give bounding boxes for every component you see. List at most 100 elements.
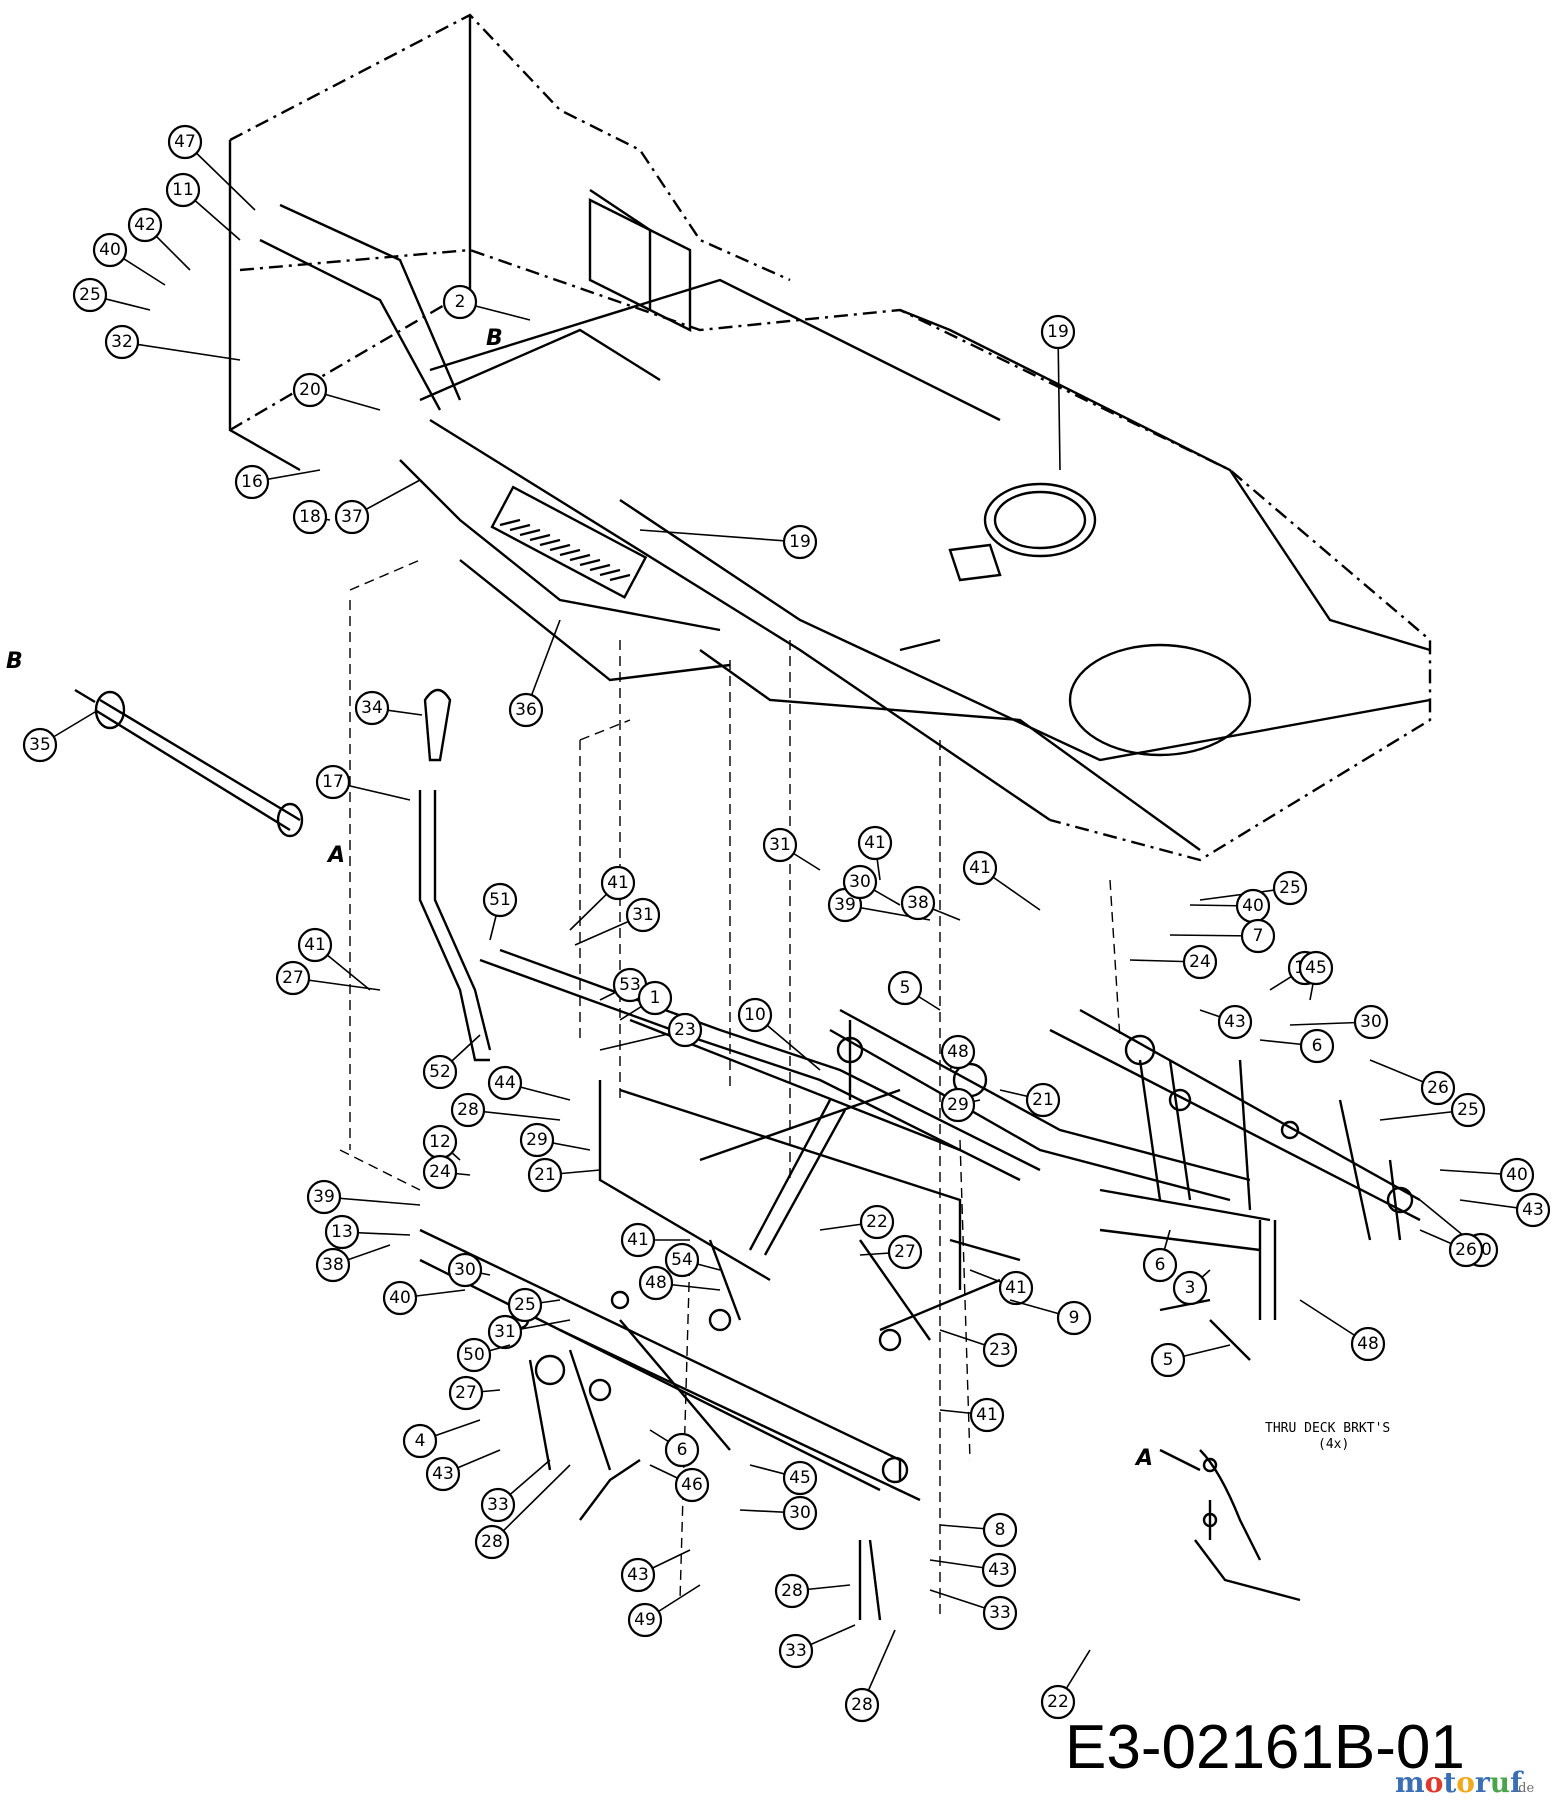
callout-circle bbox=[354, 690, 390, 726]
callout-54: 54 bbox=[664, 1242, 721, 1278]
callout-number: 45 bbox=[1305, 958, 1327, 978]
callout-circle bbox=[480, 1487, 516, 1523]
callout-number: 38 bbox=[907, 893, 929, 913]
callout-number: 29 bbox=[947, 1095, 969, 1115]
callout-43: 43 bbox=[425, 1449, 501, 1492]
callout-number: 40 bbox=[1242, 896, 1264, 916]
callout-circle bbox=[324, 1214, 360, 1250]
callout-circle bbox=[165, 172, 201, 208]
callout-circle bbox=[519, 1122, 555, 1158]
callout-circle bbox=[1150, 1342, 1186, 1378]
callout-number: 6 bbox=[677, 1440, 688, 1460]
callout-13: 13 bbox=[324, 1214, 411, 1250]
callout-41: 41 bbox=[569, 865, 636, 931]
callout-33: 33 bbox=[480, 1459, 551, 1523]
callout-circle bbox=[982, 1512, 1018, 1548]
thru-deck-note: THRU DECK BRKT'S bbox=[1265, 1421, 1390, 1436]
callout-number: 12 bbox=[429, 1132, 451, 1152]
callout-circle bbox=[1450, 1092, 1486, 1128]
callout-number: 26 bbox=[1455, 1240, 1477, 1260]
callout-circle bbox=[382, 1280, 418, 1316]
callout-38: 38 bbox=[900, 885, 961, 921]
callout-circle bbox=[1217, 1004, 1253, 1040]
callout-number: 40 bbox=[1506, 1165, 1528, 1185]
callout-circle bbox=[1420, 1070, 1456, 1106]
callout-43: 43 bbox=[620, 1549, 691, 1593]
callout-48: 48 bbox=[1299, 1299, 1386, 1362]
spring-35 bbox=[74, 688, 304, 838]
callout-25: 25 bbox=[1379, 1092, 1486, 1128]
callout-24: 24 bbox=[1129, 944, 1218, 980]
callout-number: 19 bbox=[1047, 322, 1069, 342]
callout-number: 28 bbox=[781, 1581, 803, 1601]
callout-number: 6 bbox=[1312, 1036, 1323, 1056]
callout-circle bbox=[637, 980, 673, 1016]
callout-37: 37 bbox=[334, 479, 421, 535]
callout-30: 30 bbox=[447, 1252, 491, 1288]
callout-number: 47 bbox=[174, 132, 196, 152]
callout-circle bbox=[664, 1432, 700, 1468]
callout-36: 36 bbox=[508, 619, 561, 728]
callout-46: 46 bbox=[649, 1464, 710, 1503]
callout-40: 40 bbox=[382, 1280, 466, 1316]
callout-number: 49 bbox=[634, 1610, 656, 1630]
callout-circle bbox=[1298, 950, 1334, 986]
leader-line bbox=[491, 1464, 571, 1543]
callout-number: 41 bbox=[976, 1405, 998, 1425]
callout-40: 40 bbox=[1189, 888, 1271, 924]
callout-number: 32 bbox=[111, 332, 133, 352]
callout-number: 43 bbox=[988, 1560, 1010, 1580]
callout-23: 23 bbox=[599, 1012, 703, 1051]
callout-6: 6 bbox=[649, 1429, 700, 1468]
callout-number: 40 bbox=[389, 1288, 411, 1308]
lift-handle bbox=[418, 688, 492, 1062]
callout-number: 43 bbox=[432, 1464, 454, 1484]
callout-circle bbox=[1515, 1192, 1551, 1228]
callout-circle bbox=[487, 1065, 523, 1101]
callout-circle bbox=[275, 960, 311, 996]
callout-33: 33 bbox=[929, 1589, 1018, 1631]
callout-29: 29 bbox=[940, 1087, 981, 1123]
callout-circle bbox=[442, 284, 478, 320]
callout-number: 7 bbox=[1253, 926, 1264, 946]
watermark: motoruf .de bbox=[1395, 1766, 1534, 1799]
callout-circle bbox=[1172, 1270, 1208, 1306]
callout-number: 48 bbox=[645, 1273, 667, 1293]
callout-27: 27 bbox=[859, 1234, 923, 1270]
leader-line bbox=[639, 529, 801, 543]
callout-number: 19 bbox=[789, 532, 811, 552]
callout-number: 28 bbox=[481, 1532, 503, 1552]
callout-42: 42 bbox=[127, 207, 191, 271]
callout-number: 26 bbox=[1427, 1078, 1449, 1098]
callout-22: 22 bbox=[819, 1204, 895, 1240]
callout-number: 36 bbox=[515, 700, 537, 720]
drawing-code: E3-02161B-01 bbox=[1065, 1713, 1465, 1782]
callout-circle bbox=[22, 727, 58, 763]
callout-circle bbox=[638, 1265, 674, 1301]
callout-number: 29 bbox=[526, 1130, 548, 1150]
callout-29: 29 bbox=[519, 1122, 591, 1158]
callout-number: 25 bbox=[1457, 1100, 1479, 1120]
callout-circle bbox=[425, 1456, 461, 1492]
callout-49: 49 bbox=[627, 1584, 701, 1638]
callout-31: 31 bbox=[487, 1314, 571, 1350]
callout-number: 48 bbox=[1357, 1334, 1379, 1354]
callout-16: 16 bbox=[234, 464, 321, 500]
callout-52: 52 bbox=[422, 1034, 481, 1090]
callout-number: 5 bbox=[900, 978, 911, 998]
callout-number: 21 bbox=[1032, 1090, 1054, 1110]
callout-number: 23 bbox=[674, 1020, 696, 1040]
callout-47: 47 bbox=[167, 124, 256, 211]
callout-circle bbox=[778, 1633, 814, 1669]
callout-23: 23 bbox=[939, 1329, 1018, 1368]
thru-deck-note-qty: (4x) bbox=[1318, 1437, 1349, 1452]
callout-41: 41 bbox=[297, 927, 371, 991]
callout-number: 34 bbox=[361, 698, 383, 718]
callout-1: 1 bbox=[619, 980, 673, 1021]
callout-41: 41 bbox=[939, 1397, 1005, 1433]
callout-circle bbox=[1272, 870, 1308, 906]
callout-circle bbox=[969, 1397, 1005, 1433]
callout-circle bbox=[234, 464, 270, 500]
callout-number: 54 bbox=[671, 1250, 693, 1270]
